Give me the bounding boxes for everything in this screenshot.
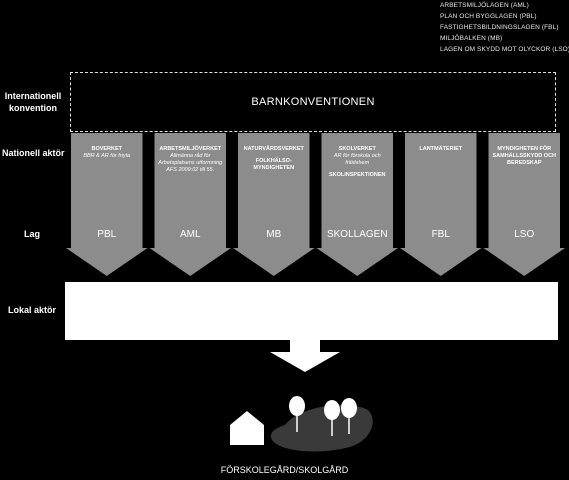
actor-name: SKOLVERKET — [338, 146, 376, 152]
row-label-national: Nationell aktör — [2, 148, 65, 158]
ground-area — [270, 405, 373, 452]
legend-item: FASTIGHETSBILDNINGSLAGEN (FBL) — [440, 24, 559, 31]
local-actor-box — [65, 282, 558, 340]
tree-icon — [341, 398, 357, 434]
national-actor: NATURVÅRDSVERKET FOLKHÄLSO-MYNDIGHETEN — [238, 146, 310, 172]
law-arrow — [149, 133, 231, 276]
national-actor: MYNDIGHETEN FÖR SAMHÄLLSSKYDD OCH BEREDS… — [489, 146, 561, 167]
row-label-local: Lokal aktör — [8, 305, 57, 315]
law-label: PBL — [97, 229, 117, 240]
law-label: FBL — [431, 229, 450, 240]
law-arrow — [233, 133, 315, 276]
actor-name: MYNDIGHETEN FÖR SAMHÄLLSSKYDD OCH BEREDS… — [492, 146, 557, 166]
legend-item: LAGEN OM SKYDD MOT OLYCKOR (LSO) — [440, 46, 569, 53]
law-label: MB — [266, 229, 282, 240]
convention-box: BARNKONVENTIONEN — [70, 72, 556, 132]
actor-name: BOVERKET — [91, 146, 123, 152]
actor-name: LANTMÄTERIET — [419, 146, 463, 152]
law-arrow — [316, 133, 398, 276]
law-label: SKOLLAGEN — [326, 229, 388, 240]
law-arrow — [66, 133, 148, 276]
convention-label: BARNKONVENTIONEN — [251, 96, 375, 108]
actor-name: ARBETSMILJÖVERKET — [159, 146, 222, 152]
law-arrow — [400, 133, 482, 276]
legend-item: PLAN OCH BYGGLAGEN (PBL) — [440, 13, 537, 20]
actor-description: Allmänna råd för Arbetsplatsens utformni… — [158, 153, 223, 173]
down-arrow-icon — [270, 340, 340, 372]
row-label-international: Internationell konvention — [4, 91, 62, 113]
house-icon — [230, 411, 264, 445]
national-actor: LANTMÄTERIET — [405, 146, 477, 153]
law-label: LSO — [514, 229, 535, 240]
actor-name: NATURVÅRDSVERKET — [243, 146, 304, 152]
law-arrow — [483, 133, 565, 276]
law-arrows — [66, 133, 565, 276]
legend-item: MILJÖBALKEN (MB) — [440, 35, 503, 42]
caption: FÖRSKOLEGÅRD/SKOLGÅRD — [220, 465, 349, 475]
actor-description: AR för förskola och fritidshem — [333, 153, 381, 166]
actor-description: BBR & AR för friyta — [83, 153, 131, 159]
row-label-law: Lag — [24, 229, 41, 239]
actor-name-secondary: FOLKHÄLSO-MYNDIGHETEN — [253, 158, 295, 171]
actor-name-secondary: SKOLINSPEKTIONEN — [328, 172, 386, 178]
tree-icon — [289, 396, 305, 432]
tree-icon — [324, 400, 340, 436]
legend: ARBETSMILJÖLAGEN (AML) PLAN OCH BYGGLAGE… — [440, 0, 569, 55]
law-label: AML — [179, 229, 201, 240]
legend-item: ARBETSMILJÖLAGEN (AML) — [440, 2, 529, 9]
